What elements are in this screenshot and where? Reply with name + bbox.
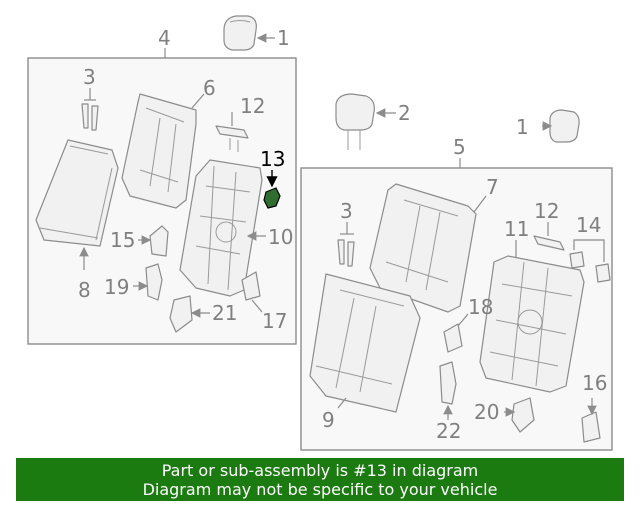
bolt-part-3-right[interactable] xyxy=(337,222,355,267)
callout-16: 16 xyxy=(582,371,607,395)
cover-part-17[interactable] xyxy=(241,271,261,301)
callout-18: 18 xyxy=(468,295,493,319)
headrest-part-2[interactable] xyxy=(335,93,375,150)
callout-7: 7 xyxy=(486,175,499,199)
bracket-part-22[interactable] xyxy=(439,361,457,405)
callout-1-top: 1 xyxy=(277,26,290,50)
callout-14: 14 xyxy=(576,213,601,237)
callout-13: 13 xyxy=(260,147,285,171)
callout-22: 22 xyxy=(436,419,461,443)
bracket-part-19[interactable] xyxy=(145,263,163,301)
callout-9: 9 xyxy=(322,408,335,432)
callout-5: 5 xyxy=(453,135,466,159)
latch-part-12-right[interactable] xyxy=(533,235,565,251)
bracket-part-18[interactable] xyxy=(443,323,463,353)
callout-4: 4 xyxy=(158,26,171,50)
seatback-cover-part-7[interactable] xyxy=(369,183,477,313)
clip-part-13[interactable] xyxy=(263,187,281,209)
callout-3-left: 3 xyxy=(83,65,96,89)
seat-frame-part-10[interactable] xyxy=(179,159,263,297)
callout-1-right: 1 xyxy=(516,115,529,139)
banner-line-1: Part or sub-assembly is #13 in diagram xyxy=(161,460,479,480)
seat-cushion-part-9[interactable] xyxy=(309,273,421,413)
headrest-part-1-right[interactable] xyxy=(549,109,580,143)
callout-12-right: 12 xyxy=(534,199,559,223)
info-banner: Part or sub-assembly is #13 in diagram D… xyxy=(16,458,624,501)
seatback-cover-part-6[interactable] xyxy=(121,93,197,209)
bolt-part-3-left[interactable] xyxy=(81,88,99,131)
callout-17: 17 xyxy=(262,309,287,333)
callout-8: 8 xyxy=(78,278,91,302)
callout-15: 15 xyxy=(110,228,135,252)
callout-2: 2 xyxy=(398,101,411,125)
seat-frame-part-11[interactable] xyxy=(479,255,585,393)
latch-part-12-left[interactable] xyxy=(215,125,249,152)
bracket-part-15[interactable] xyxy=(149,225,169,257)
callout-11: 11 xyxy=(504,217,529,241)
callout-3-right: 3 xyxy=(340,199,353,223)
banner-line-2: Diagram may not be specific to your vehi… xyxy=(142,479,498,499)
parts-diagram: 1 4 3 6 2 12 1 5 13 7 3 12 14 11 10 15 8… xyxy=(27,15,613,451)
callout-20: 20 xyxy=(474,400,499,424)
bracket-part-20[interactable] xyxy=(511,397,535,433)
clip-part-14[interactable] xyxy=(569,239,611,283)
callout-12-left: 12 xyxy=(240,94,265,118)
callout-6: 6 xyxy=(203,76,216,100)
callout-10: 10 xyxy=(268,225,293,249)
headrest-part-1-top[interactable] xyxy=(223,15,257,51)
callout-19: 19 xyxy=(104,275,129,299)
callout-21: 21 xyxy=(212,301,237,325)
seat-cushion-part-8[interactable] xyxy=(35,139,119,247)
bracket-part-21[interactable] xyxy=(169,295,193,333)
